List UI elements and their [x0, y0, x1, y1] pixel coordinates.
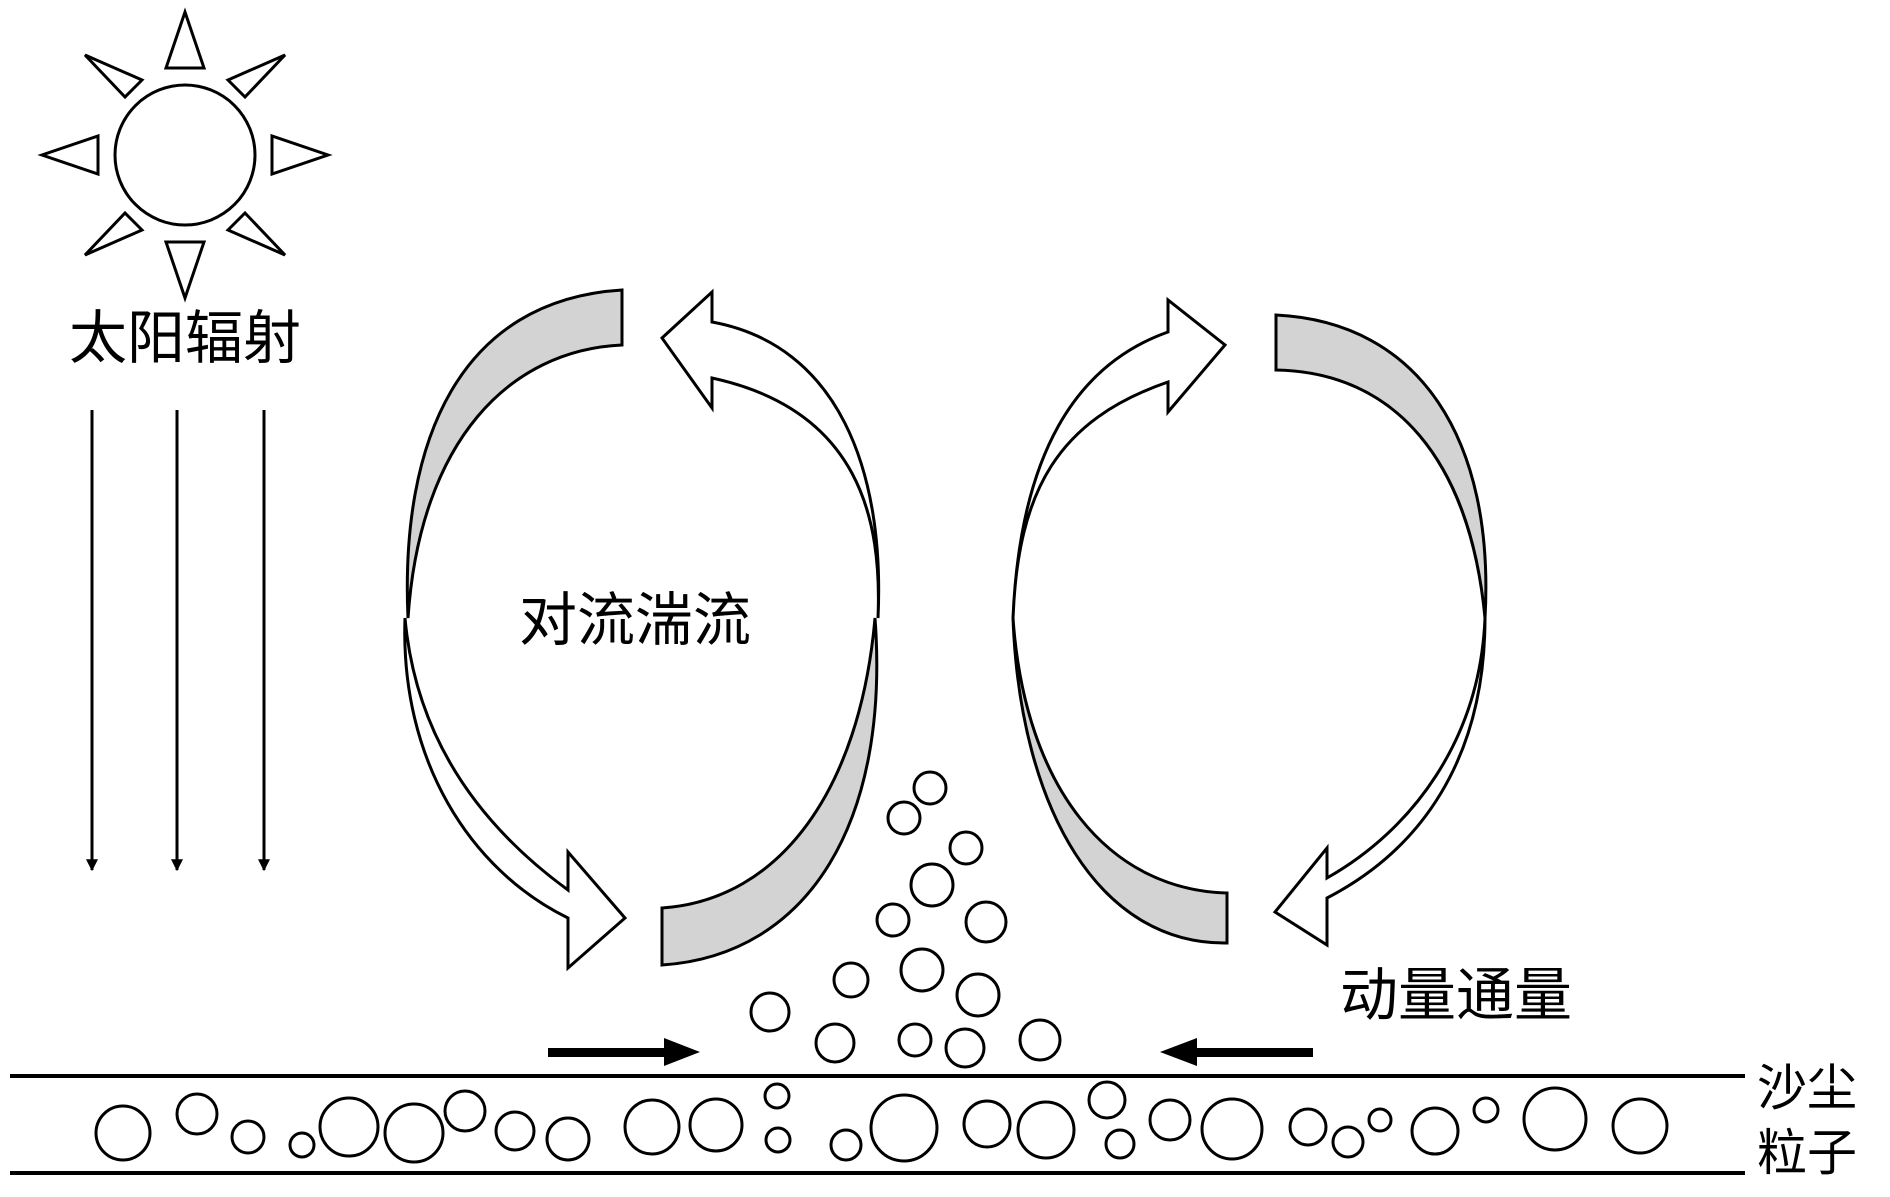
- sand-dust-particles-label-line1: 沙尘: [1757, 1059, 1857, 1117]
- solar-radiation-label: 太阳辐射: [69, 304, 301, 372]
- particle: [955, 972, 1001, 1018]
- momentum-arrows: [548, 1038, 1313, 1066]
- particle: [494, 1110, 536, 1152]
- left-cell-shaded-arrow-lower: [660, 617, 879, 967]
- particle: [1522, 1086, 1588, 1152]
- particle: [1018, 1018, 1062, 1062]
- particle: [1611, 1097, 1669, 1155]
- particle: [1087, 1080, 1127, 1120]
- particle: [832, 961, 870, 999]
- right-cell-hollow-arrow-lower: [1272, 617, 1487, 948]
- particle: [869, 1093, 939, 1163]
- surface-particles: [94, 1080, 1669, 1164]
- particle: [1410, 1106, 1460, 1156]
- particle: [175, 1092, 219, 1136]
- left-cell-hollow-arrow-lower: [403, 617, 628, 972]
- sun-icon: [37, 7, 333, 303]
- sand-dust-particles-label-line2: 粒子: [1757, 1124, 1857, 1182]
- particle: [964, 900, 1008, 944]
- convective-turbulence-label: 对流湍流: [519, 586, 751, 654]
- particle: [875, 902, 911, 938]
- particle: [623, 1098, 681, 1156]
- particle: [318, 1096, 380, 1158]
- particle: [94, 1104, 152, 1162]
- arrow-left-icon: [1160, 1038, 1313, 1066]
- particle: [948, 830, 984, 866]
- particle: [829, 1128, 863, 1162]
- particle: [383, 1102, 445, 1164]
- particle: [1367, 1107, 1393, 1133]
- left-convection-cell: [403, 288, 881, 972]
- particle: [1200, 1097, 1264, 1161]
- particle: [688, 1097, 744, 1153]
- particle: [288, 1131, 316, 1159]
- particle: [962, 1099, 1012, 1149]
- particle: [764, 1126, 792, 1154]
- right-cell-shaded-arrow-lower: [1011, 617, 1229, 945]
- particle: [763, 1082, 791, 1110]
- right-convection-cell: [1011, 296, 1488, 948]
- particle: [545, 1116, 591, 1162]
- particle: [1472, 1096, 1500, 1124]
- left-cell-hollow-arrow-upper: [660, 288, 881, 619]
- momentum-flux-label: 动量通量: [1340, 961, 1572, 1029]
- particle: [443, 1089, 487, 1133]
- particle: [230, 1119, 266, 1155]
- particle: [912, 770, 948, 806]
- particle: [1331, 1125, 1365, 1159]
- particle: [1148, 1098, 1192, 1142]
- particle: [1288, 1107, 1328, 1147]
- particle: [909, 862, 955, 908]
- particle: [1016, 1100, 1076, 1160]
- left-cell-shaded-arrow-upper: [405, 288, 624, 619]
- ground-layer: [10, 1074, 1745, 1175]
- arrow-right-icon: [548, 1038, 700, 1066]
- particle: [886, 800, 922, 836]
- particle: [897, 1022, 933, 1058]
- radiation-arrows: [86, 410, 270, 872]
- particle: [944, 1027, 986, 1069]
- right-cell-hollow-arrow-upper: [1011, 296, 1228, 619]
- particle: [814, 1022, 856, 1064]
- particle: [899, 947, 945, 993]
- particle: [749, 991, 791, 1033]
- particle: [1104, 1128, 1136, 1160]
- right-cell-shaded-arrow-upper: [1274, 313, 1488, 619]
- lofted-particles: [749, 770, 1062, 1069]
